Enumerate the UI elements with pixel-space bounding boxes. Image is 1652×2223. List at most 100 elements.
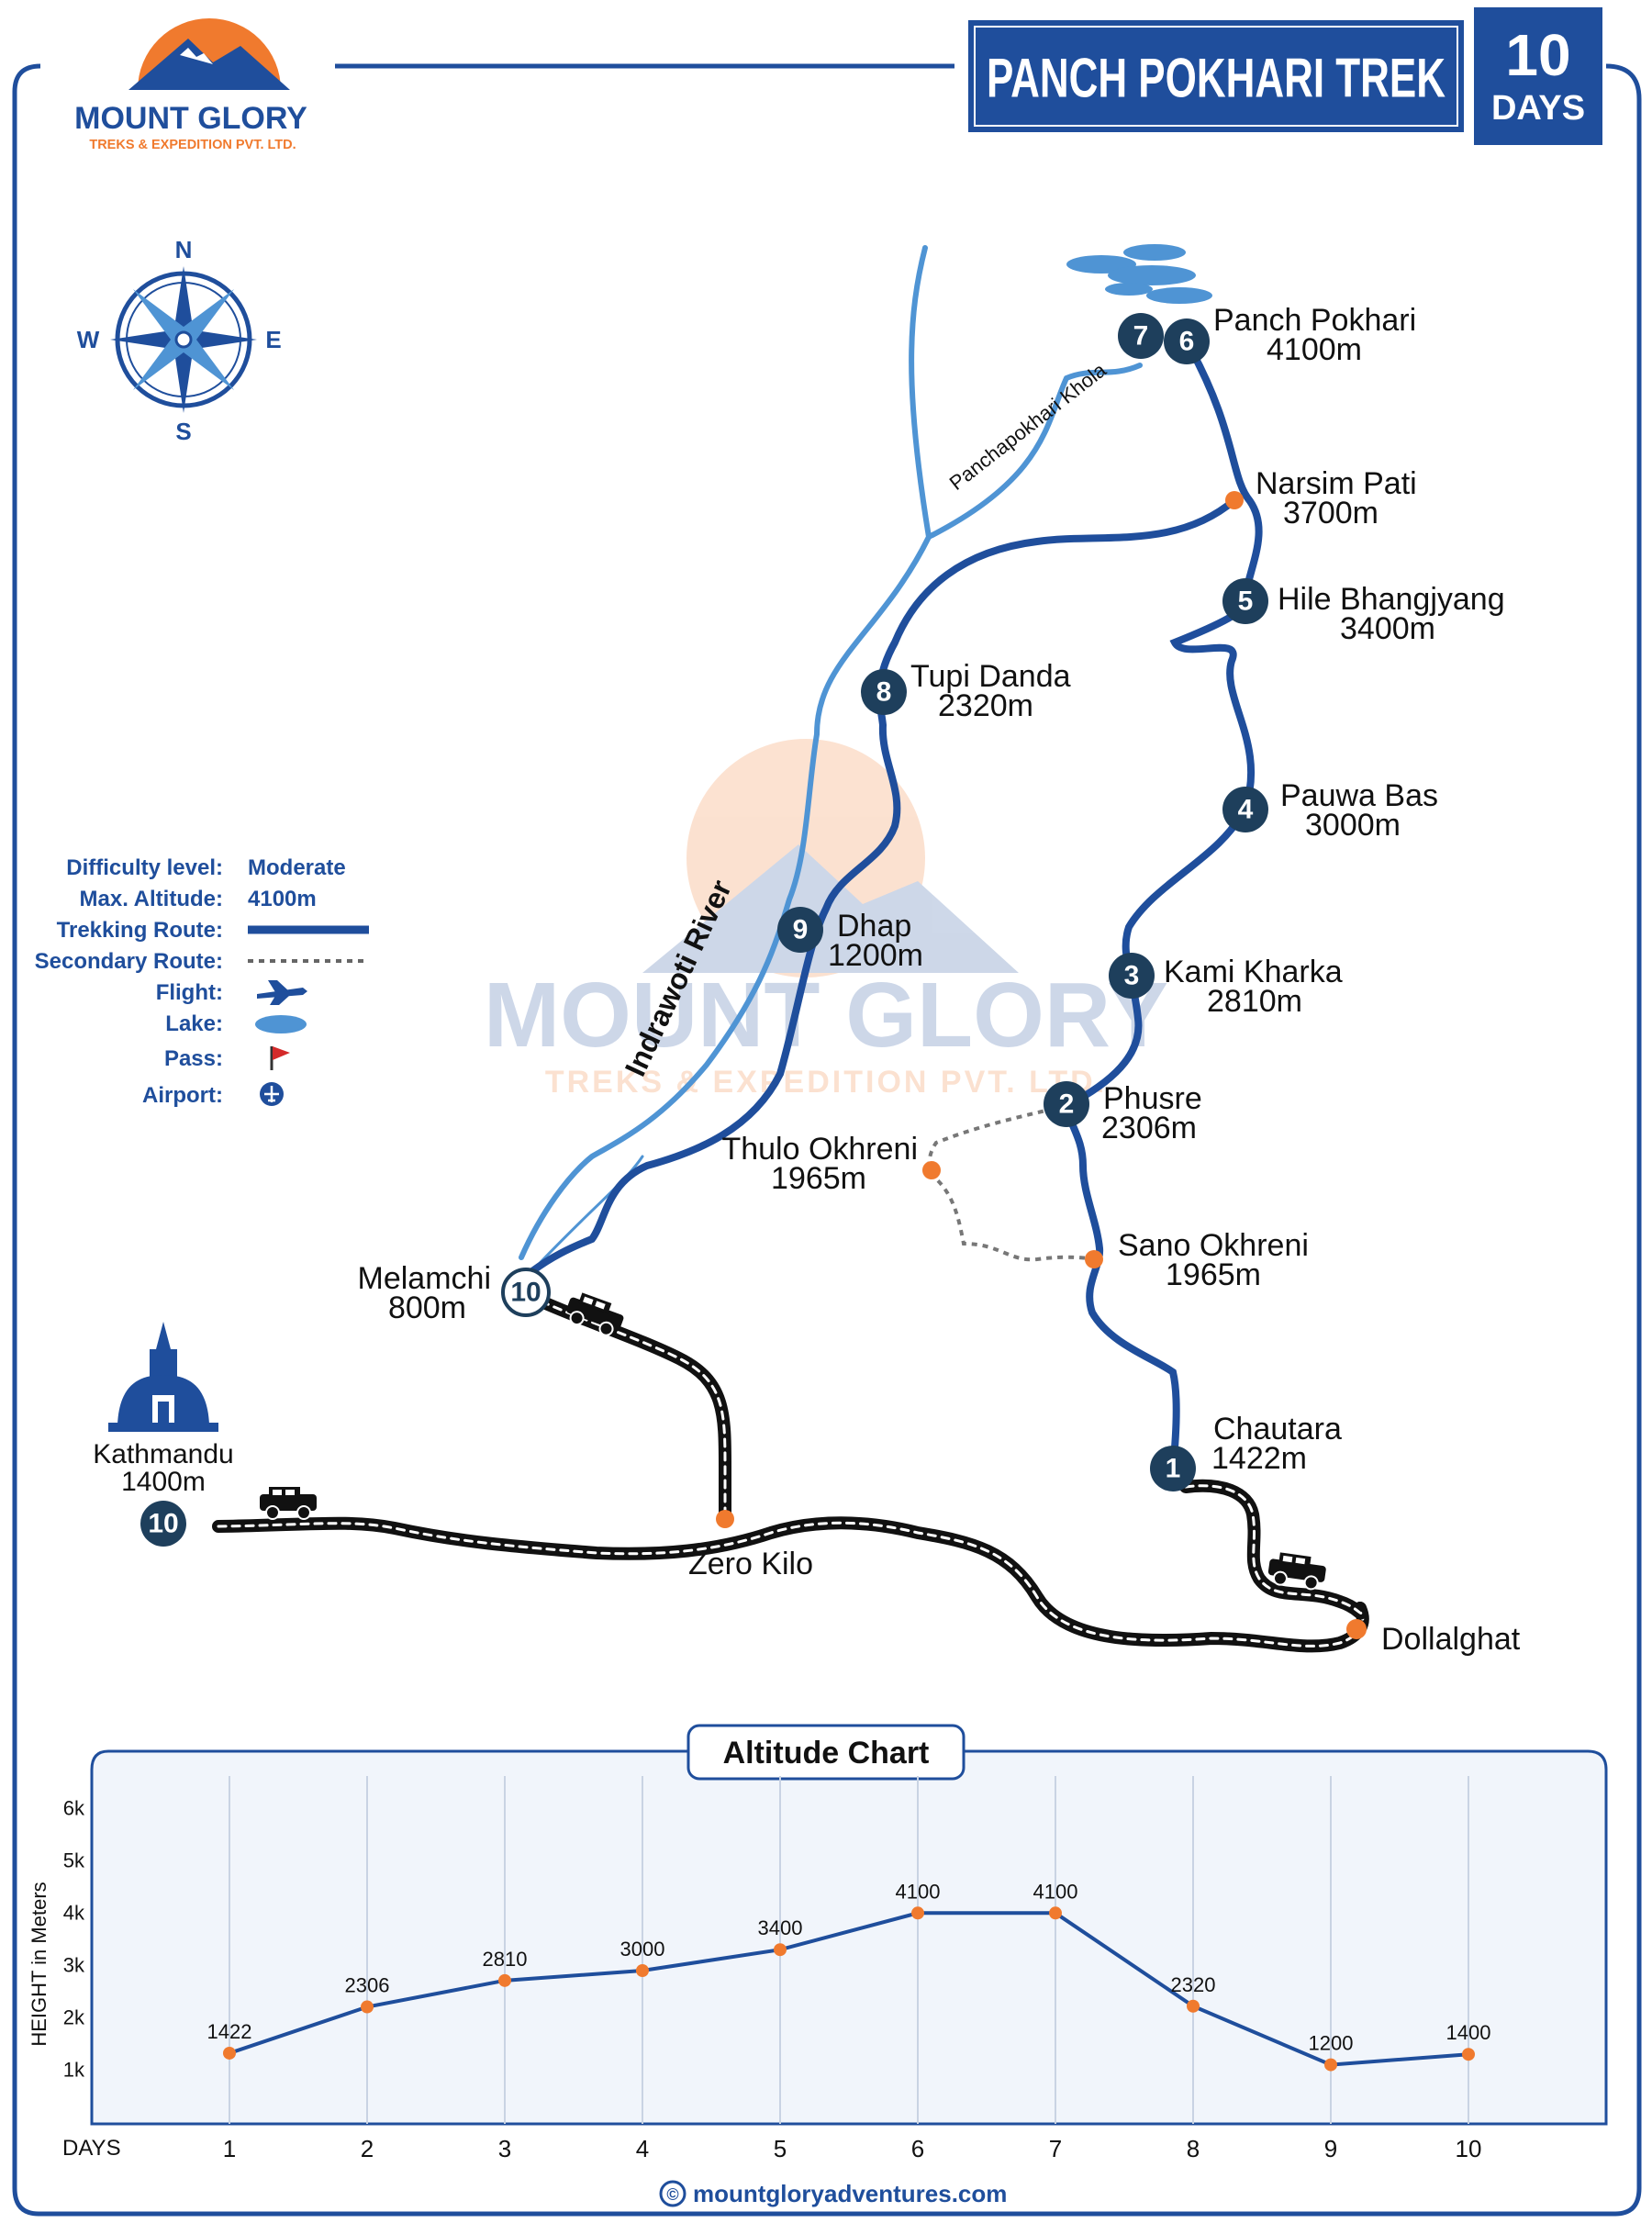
legend-altitude-key: Max. Altitude: — [80, 887, 223, 911]
chart-x-tick: 3 — [498, 2135, 511, 2162]
chart-point — [1049, 1906, 1062, 1920]
kami-kharka-alt: 2810m — [1207, 984, 1302, 1019]
chautara-alt: 1422m — [1211, 1441, 1307, 1476]
narsim-pati-alt: 3700m — [1283, 496, 1379, 531]
chart-point — [361, 2000, 374, 2014]
tupi-danda-alt: 2320m — [938, 688, 1033, 723]
chautara-name: Chautara — [1213, 1412, 1342, 1447]
compass-w: W — [77, 326, 100, 353]
chart-point — [223, 2046, 236, 2060]
narsim-pati-marker — [1225, 491, 1244, 509]
chart-x-tick: 2 — [361, 2135, 374, 2162]
chart-data-label: 4100 — [1033, 1880, 1078, 1903]
days-word: DAYS — [1491, 89, 1585, 128]
chart-x-tick: 10 — [1456, 2135, 1482, 2162]
day-badge-label: 6 — [1179, 327, 1195, 357]
legend-altitude-value: 4100m — [248, 887, 317, 911]
logo-tagline: TREKS & EXPEDITION PVT. LTD. — [89, 138, 296, 152]
compass-e: E — [265, 326, 281, 353]
kathmandu-day-badge — [140, 1501, 186, 1547]
legend-flight-key: Flight: — [156, 980, 223, 1005]
sano-okhreni-name: Sano Okhreni — [1118, 1228, 1309, 1263]
legend-difficulty-value: Moderate — [248, 855, 346, 880]
legend-difficulty-key: Difficulty level: — [66, 855, 223, 880]
zero-kilo-marker — [716, 1510, 734, 1528]
chart-data-label: 2320 — [1171, 1973, 1216, 1996]
chart-data-label: 4100 — [896, 1880, 941, 1903]
trekking-route — [1062, 338, 1263, 1472]
frame-border — [12, 63, 1642, 2217]
road-chautara — [1179, 1479, 1367, 1620]
day-badge-8: 8 — [861, 669, 907, 715]
phusre-name: Phusre — [1103, 1081, 1202, 1116]
chart-data-label: 3000 — [620, 1938, 665, 1960]
day-badge-label: 5 — [1238, 586, 1254, 617]
chart-point — [1324, 2058, 1337, 2072]
kathmandu-name: Kathmandu — [93, 1439, 233, 1469]
chart-title: Altitude Chart — [723, 1736, 930, 1771]
day-badge-5: 5 — [1222, 578, 1268, 624]
thulo-okhreni-alt: 1965m — [771, 1161, 866, 1196]
chart-data-label: 3400 — [758, 1916, 803, 1939]
indrawoti-river — [519, 245, 932, 1260]
roads — [212, 1295, 1369, 1653]
chart-data-label: 1400 — [1446, 2021, 1491, 2044]
chart-points — [223, 1906, 1475, 2072]
river-bank — [526, 1155, 644, 1278]
chart-point — [498, 1973, 511, 1987]
logo: MOUNT GLORY TREKS & EXPEDITION PVT. LTD. — [74, 18, 307, 152]
chart-xlabel: DAYS — [62, 2136, 121, 2161]
chart-y-tick: 1k — [63, 2059, 85, 2082]
chart-point — [1462, 2048, 1475, 2061]
legend-lake-key: Lake: — [165, 1011, 223, 1036]
pauwa-bas-alt: 3000m — [1305, 808, 1401, 843]
legend: Difficulty level: Moderate Max. Altitude… — [35, 855, 369, 1108]
lake-icon — [255, 1015, 307, 1033]
legend-secondary-key: Secondary Route: — [35, 949, 223, 974]
title-banner: PANCH POKHARI TREK 10 DAYS — [968, 7, 1602, 145]
kathmandu-day-label: 10 — [148, 1509, 178, 1539]
compass-s: S — [175, 418, 191, 445]
chart-data-label: 1422 — [207, 2020, 252, 2043]
chart-point — [774, 1943, 787, 1957]
airport-icon — [260, 1082, 284, 1106]
altitude-line — [229, 1911, 1469, 2067]
day-badge-3: 3 — [1109, 953, 1155, 999]
thulo-okhreni-name: Thulo Okhreni — [721, 1132, 918, 1167]
day-badge-1: 1 — [1150, 1446, 1196, 1491]
zero-kilo-name: Zero Kilo — [688, 1547, 813, 1581]
pass-flag-icon — [270, 1046, 290, 1070]
melamchi-alt: 800m — [388, 1290, 466, 1325]
rivers — [519, 245, 1143, 1278]
footer: © mountgloryadventures.com — [659, 2180, 1007, 2207]
day-badge-label: 2 — [1059, 1089, 1075, 1120]
day-badge-7: 7 — [1118, 313, 1164, 359]
hile-bhangjyang-alt: 3400m — [1340, 611, 1435, 646]
chart-ylabel: HEIGHT in Meters — [28, 1882, 50, 2046]
day-badge-10: 10 — [501, 1268, 551, 1317]
sano-okhreni-alt: 1965m — [1166, 1257, 1261, 1292]
copyright-icon: © — [666, 2185, 678, 2204]
day-badge-2: 2 — [1044, 1081, 1089, 1127]
dhap-alt: 1200m — [828, 938, 923, 973]
watermark: MOUNT GLORY TREKS & EXPEDITION PVT. LTD. — [484, 739, 1168, 1100]
logo-name: MOUNT GLORY — [74, 101, 307, 136]
day-badge-label: 10 — [510, 1278, 541, 1308]
compass-n: N — [175, 236, 193, 263]
flight-icon — [257, 980, 307, 1005]
chart-x-tick: 8 — [1187, 2135, 1200, 2162]
dollalghat-marker — [1346, 1619, 1367, 1639]
day-badge-label: 8 — [876, 677, 892, 708]
road-main — [212, 1516, 1369, 1653]
chart-point — [636, 1964, 649, 1977]
day-badge-label: 4 — [1238, 795, 1254, 825]
day-badge-label: 1 — [1166, 1454, 1181, 1484]
dhap-name: Dhap — [837, 909, 911, 944]
phusre-alt: 2306m — [1101, 1111, 1197, 1145]
narsim-pati-name: Narsim Pati — [1256, 466, 1417, 501]
secondary-route — [927, 1104, 1095, 1262]
chart-point — [1187, 1999, 1200, 2013]
day-badge-label: 9 — [793, 915, 809, 945]
